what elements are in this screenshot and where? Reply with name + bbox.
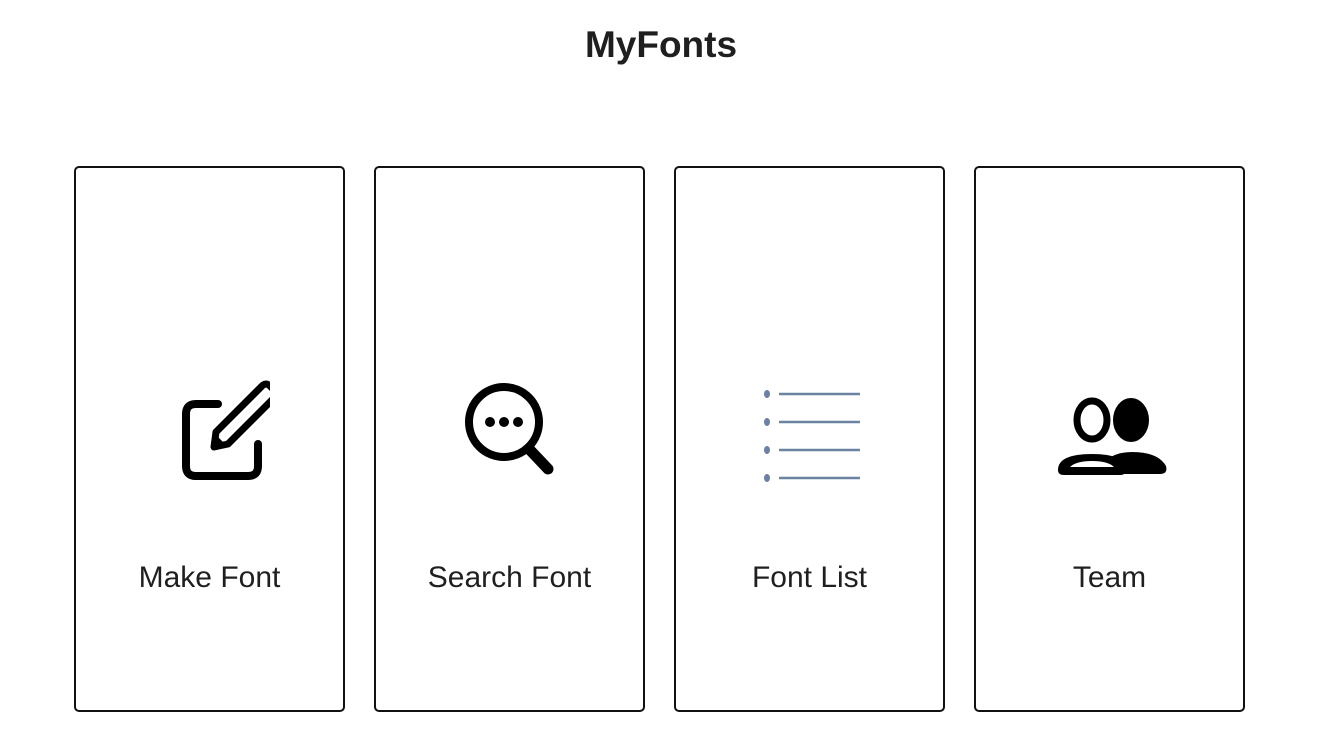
search-font-label: Search Font	[427, 561, 592, 594]
search-icon	[464, 383, 553, 475]
make-font-label: Make Font	[138, 561, 281, 594]
list-icon	[763, 390, 860, 482]
font-list-card[interactable]: Font List	[674, 166, 945, 712]
font-list-label: Font List	[751, 561, 868, 594]
page-title: MyFonts	[584, 24, 738, 65]
team-label: Team	[1072, 561, 1147, 594]
search-font-card[interactable]: Search Font	[374, 166, 645, 712]
edit-icon	[181, 380, 270, 480]
make-font-card[interactable]: Make Font	[74, 166, 345, 712]
team-card[interactable]: Team	[974, 166, 1245, 712]
team-icon	[1057, 397, 1166, 475]
